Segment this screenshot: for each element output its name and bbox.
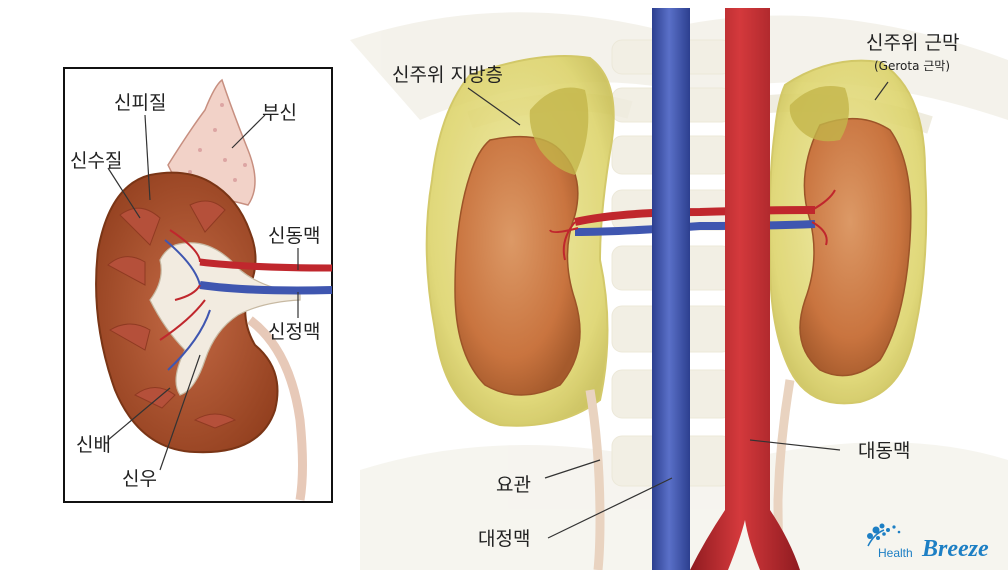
logo-dots-icon — [862, 520, 910, 548]
logo-breeze-text: Breeze — [922, 536, 989, 563]
label-perirenal-fat: 신주위 지방층 — [392, 66, 503, 85]
right-kidney-group — [770, 61, 927, 404]
label-renal-vein: 신정맥 — [268, 323, 320, 342]
label-renal-calyx: 신배 — [76, 436, 111, 455]
label-renal-cortex: 신피질 — [114, 94, 166, 113]
label-gerota-fascia-sub: (Gerota 근막) — [874, 60, 950, 72]
label-renal-artery: 신동맥 — [268, 227, 320, 246]
label-renal-medulla: 신수질 — [70, 152, 122, 171]
label-ureter: 요관 — [496, 476, 531, 495]
label-aorta: 대동맥 — [858, 442, 910, 461]
logo-health-text: Health — [878, 546, 913, 560]
vena-cava — [652, 8, 690, 570]
label-adrenal-gland: 부신 — [262, 104, 297, 123]
label-renal-pelvis: 신우 — [122, 470, 157, 489]
label-vena-cava: 대정맥 — [478, 530, 530, 549]
label-gerota-fascia: 신주위 근막 — [866, 34, 959, 53]
healthbreeze-logo: Health Breeze — [858, 518, 1004, 566]
left-kidney-group — [427, 56, 614, 426]
